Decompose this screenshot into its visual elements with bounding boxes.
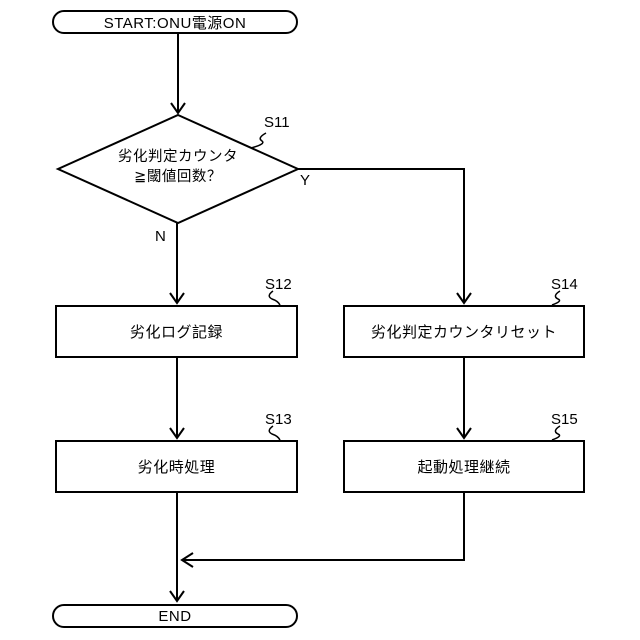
step-label-s11: S11	[264, 114, 290, 131]
decision-line2: ≧閾値回数？	[134, 169, 222, 185]
branch-label-yes: Y	[300, 172, 311, 189]
edge-yes-branch	[298, 168, 465, 302]
step-label-s13: S13	[265, 411, 292, 428]
squiggle-s12	[268, 290, 281, 306]
start-node: START:ONU電源ON	[52, 10, 298, 34]
arrowhead-s15	[456, 427, 472, 440]
branch-label-no: N	[155, 228, 166, 245]
step-label-s15: S15	[551, 411, 578, 428]
step-label-s12: S12	[265, 276, 292, 293]
arrowhead-decision	[170, 102, 186, 115]
end-node: END	[52, 604, 298, 628]
arrowhead-s13	[169, 427, 185, 440]
squiggle-s13	[268, 425, 281, 441]
decision-node-label: 劣化判定カウンタ ≧閾値回数？	[88, 147, 268, 187]
squiggle-s15	[551, 425, 561, 441]
arrowhead-end	[169, 590, 185, 603]
arrowhead-s12	[169, 292, 185, 305]
squiggle-s14	[551, 290, 561, 306]
process-node-s15: 起動処理継続	[343, 440, 585, 493]
process-node-s13: 劣化時処理	[55, 440, 298, 493]
arrowhead-s14	[456, 292, 472, 305]
process-node-s12: 劣化ログ記録	[55, 305, 298, 358]
process-node-s14: 劣化判定カウンタリセット	[343, 305, 585, 358]
step-label-s14: S14	[551, 276, 578, 293]
edge-s15-to-merge	[184, 493, 465, 561]
squiggle-s11	[250, 132, 267, 149]
decision-line1: 劣化判定カウンタ	[118, 149, 238, 165]
arrowhead-merge	[180, 552, 194, 568]
